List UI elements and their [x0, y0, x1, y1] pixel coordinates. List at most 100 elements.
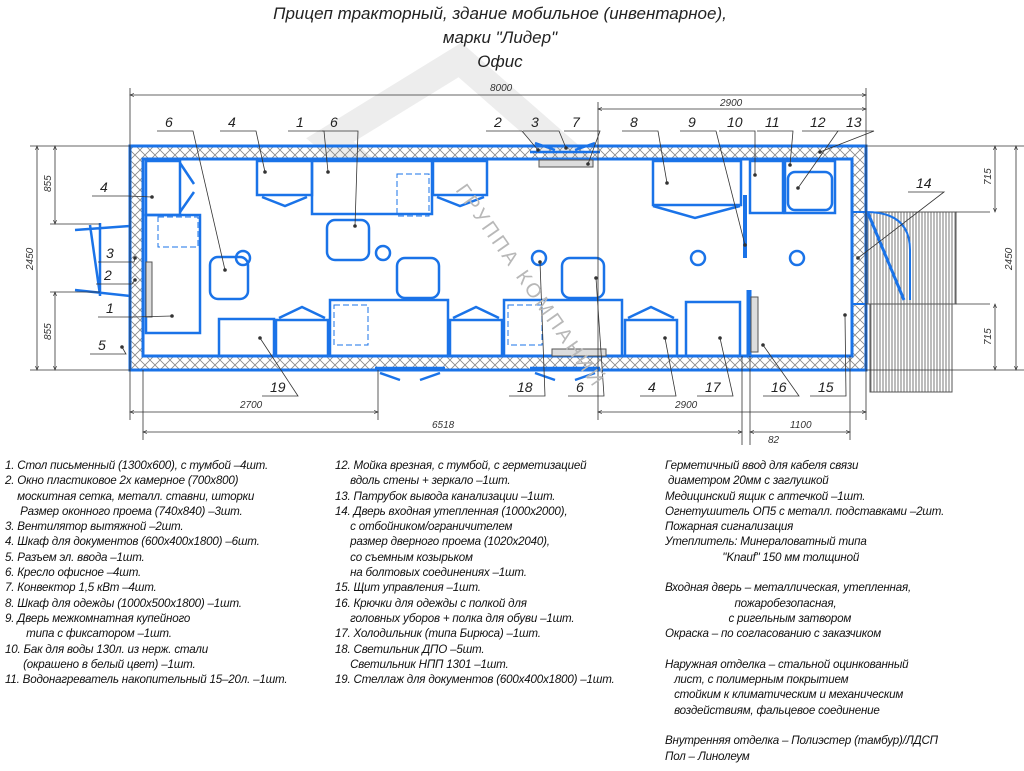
- legend-line: 19. Стеллаж для документов (600x400x1800…: [335, 673, 615, 687]
- legend-line: Внутренняя отделка – Полиэстер (тамбур)/…: [665, 734, 938, 748]
- legend-line: 7. Конвектор 1,5 кВт –4шт.: [5, 581, 157, 595]
- legend-line: 3. Вентилятор вытяжной –2шт.: [5, 520, 184, 534]
- legend-line: 1. Стол письменный (1300x600), с тумбой …: [5, 459, 268, 472]
- callout-number: 4: [100, 179, 108, 195]
- dim-715-upper: 715: [983, 168, 994, 185]
- legend-line: 2. Окно пластиковое 2х камерное (700x800…: [5, 474, 239, 488]
- sink-12: [783, 159, 837, 215]
- callout-dot: [536, 148, 540, 152]
- dim-2900-bottom: 2900: [674, 400, 698, 411]
- callout-dot: [120, 345, 124, 349]
- callout-dot: [843, 313, 847, 317]
- chair-4: [560, 256, 606, 300]
- legend-line: 10. Бак для воды 130л. из нерж. стали: [5, 642, 208, 656]
- callout-dot: [150, 195, 154, 199]
- callout-number: 10: [727, 114, 743, 130]
- legend-line: типа с фиксатором –1шт.: [5, 627, 172, 641]
- dim-2700: 2700: [239, 400, 263, 411]
- callout-leader: [509, 261, 546, 397]
- porch: [865, 211, 957, 393]
- legend-line: Окраска – по согласованию с заказчиком: [665, 627, 881, 641]
- legend-line: на болтовых соединениях –1шт.: [335, 566, 527, 580]
- callout-number: 6: [576, 379, 584, 395]
- legend-line: со съемным козырьком: [335, 550, 473, 564]
- callout-dot: [743, 243, 747, 247]
- cabinet-4-top-2: [431, 159, 489, 197]
- legend-line: Пол – Линолеум: [665, 749, 750, 763]
- legend-column-2: 12. Мойка врезная, с тумбой, с герметиза…: [335, 458, 615, 687]
- callout-number: 14: [916, 175, 932, 191]
- legend-line: Входная дверь – металлическая, утепленна…: [665, 581, 911, 595]
- title-line-1: Прицеп тракторный, здание мобильное (инв…: [273, 4, 727, 23]
- callout-number: 19: [270, 379, 286, 395]
- callout-leader: [92, 195, 153, 198]
- callout-leader: [762, 344, 800, 397]
- callout-leader: [568, 277, 605, 397]
- dim-855-lower: 855: [43, 323, 54, 340]
- window-bottom-2: [530, 366, 600, 382]
- callout-leader: [322, 130, 359, 227]
- callout-number: 4: [228, 114, 236, 130]
- chair-2: [325, 218, 371, 262]
- dimension-lines: [30, 88, 1024, 445]
- legend-line: [665, 565, 944, 580]
- callout-number: 6: [165, 114, 173, 130]
- dim-6518: 6518: [432, 420, 455, 431]
- legend-line: 9. Дверь межкомнатная купейного: [5, 611, 191, 625]
- callout-number: 6: [330, 114, 338, 130]
- legend-column-3: Герметичный ввод для кабеля связи диамет…: [665, 458, 944, 764]
- callout-number: 1: [106, 300, 114, 316]
- callout-leader: [523, 130, 567, 149]
- shelf-19: [217, 317, 276, 358]
- callout-number: 2: [493, 114, 502, 130]
- fridge-17: [684, 300, 742, 358]
- callout-number: 4: [648, 379, 656, 395]
- window-bottom-1: [375, 366, 445, 382]
- callout-leader: [622, 130, 668, 184]
- legend-line: [665, 718, 944, 733]
- callout-leader: [220, 130, 266, 173]
- callout-dot: [761, 343, 765, 347]
- legend-line: 14. Дверь входная утепленная (1000x2000)…: [335, 504, 568, 518]
- wardrobe-8: [651, 159, 743, 207]
- callout-number: 13: [846, 114, 862, 130]
- callout-dot: [753, 173, 757, 177]
- callout-leader: [157, 130, 226, 271]
- water-tank-10: [748, 159, 785, 215]
- callout-dot: [133, 278, 137, 282]
- callout-number: 12: [810, 114, 826, 130]
- legend-line: 4. Шкаф для документов (600x400x1800) –6…: [5, 535, 260, 549]
- callout-leader: [90, 346, 127, 355]
- dim-855-upper: 855: [43, 175, 54, 192]
- legend-column-1: 1. Стол письменный (1300x600), с тумбой …: [5, 458, 288, 687]
- legend-line: 18. Светильник ДПО –5шт.: [335, 642, 485, 656]
- legend-line: Утеплитель: Минераловатный типа: [665, 535, 867, 549]
- callout-dot: [594, 276, 598, 280]
- callout-dot: [856, 256, 860, 260]
- title-line-2: марки "Лидер": [442, 28, 558, 47]
- callout-dot: [564, 146, 568, 150]
- legend-line: москитная сетка, металл. ставни, шторки: [5, 489, 255, 503]
- callout-dot: [538, 260, 542, 264]
- callout-leader: [486, 130, 539, 151]
- window-left: [74, 223, 131, 298]
- legend-line: пожаробезопасная,: [665, 596, 837, 610]
- callout-number: 18: [517, 379, 533, 395]
- legend-line: Размер оконного проема (740x840) –3шт.: [5, 504, 243, 518]
- callout-dot: [170, 314, 174, 318]
- legend-line: 13. Патрубок вывода канализации –1шт.: [335, 489, 556, 503]
- legend-line: 8. Шкаф для одежды (1000x500x1800) –1шт.: [5, 596, 242, 610]
- legend-line: Наружная отделка – стальной оцинкованный: [665, 657, 909, 671]
- legend-line: диаметром 20мм с заглушкой: [665, 474, 829, 488]
- callout-number: 7: [572, 114, 581, 130]
- desk-1-bottom: [328, 298, 450, 358]
- callout-leader: [810, 314, 847, 397]
- callout-dot: [258, 336, 262, 340]
- callout-dot: [223, 268, 227, 272]
- dim-82: 82: [768, 435, 780, 446]
- callout-dot: [818, 150, 822, 154]
- callout-number: 1: [296, 114, 304, 130]
- callout-number: 9: [688, 114, 696, 130]
